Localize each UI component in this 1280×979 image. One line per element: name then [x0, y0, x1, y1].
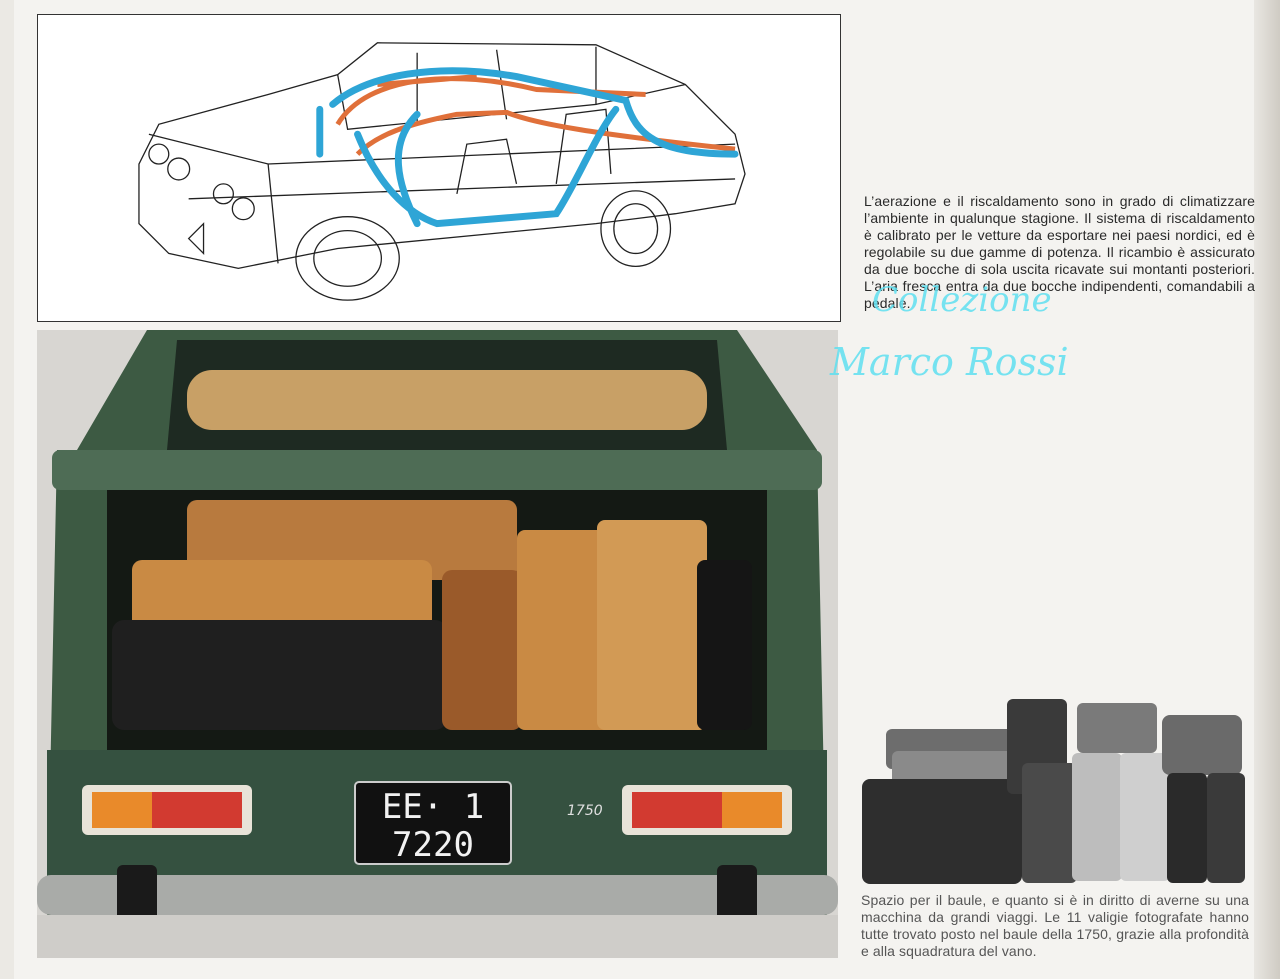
watermark-line-1: Collezione	[872, 280, 1052, 320]
fresh-air-path	[316, 67, 739, 228]
page-edge	[1254, 0, 1280, 979]
license-plate	[354, 781, 512, 865]
luggage-photo	[862, 693, 1250, 889]
plate-line-1: EE· 1	[382, 787, 484, 827]
model-badge: 1750	[567, 803, 603, 819]
car-airflow-illustration	[138, 42, 746, 301]
eleven-suitcases-image	[862, 699, 1245, 884]
plate-line-2: 7220	[392, 825, 474, 865]
trunk-photo: EE· 1 7220 1750	[37, 330, 838, 958]
luggage-caption: Spazio per il baule, e quanto si è in di…	[861, 892, 1249, 959]
ventilation-description: L’aerazione e il riscaldamento sono in g…	[864, 193, 1255, 311]
watermark-line-2: Marco Rossi	[830, 340, 1069, 384]
ventilation-diagram	[37, 14, 841, 322]
car-trunk-luggage-image: EE· 1 7220 1750	[37, 330, 838, 958]
warm-air-path	[335, 74, 736, 156]
car-outline	[138, 42, 746, 301]
page-gutter	[0, 0, 14, 979]
